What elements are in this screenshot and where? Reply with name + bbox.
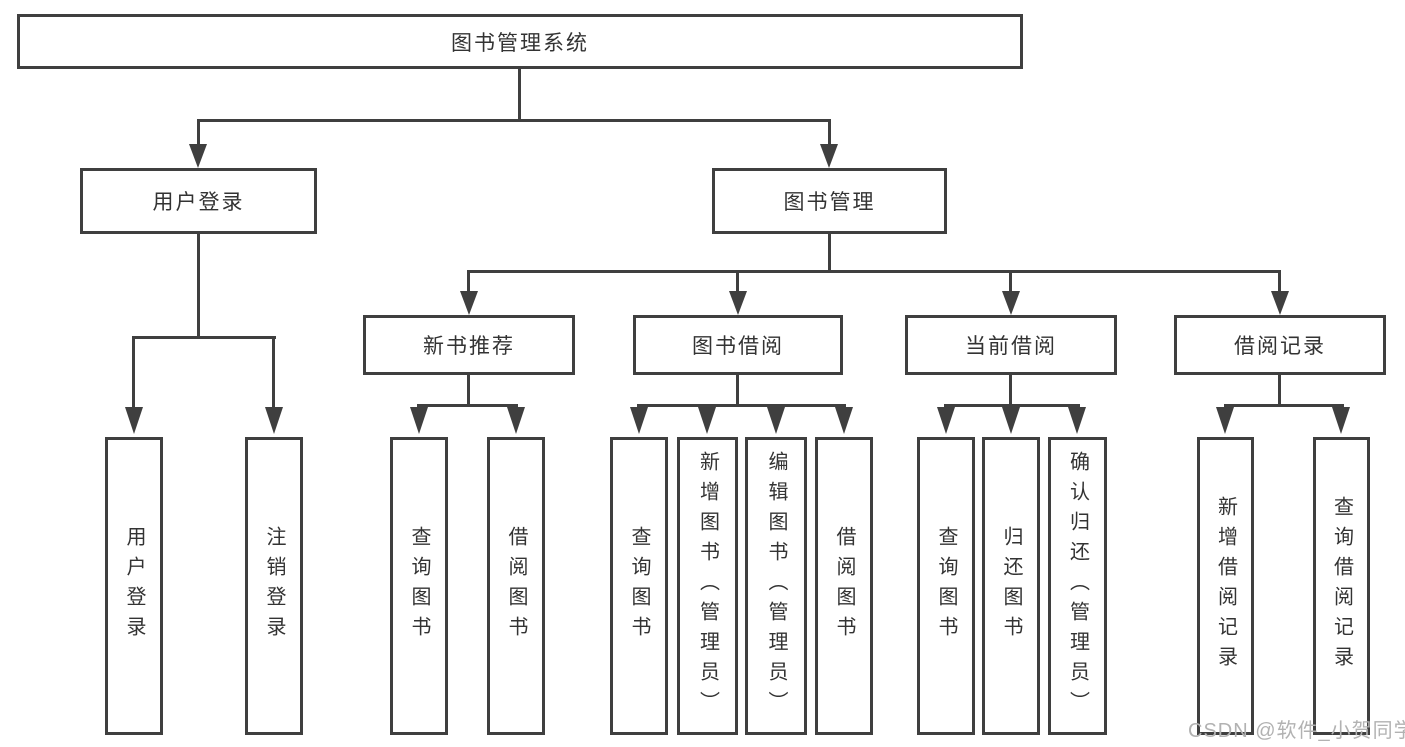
node-label: 当前借阅 bbox=[965, 335, 1057, 358]
node-add-borrow-record: 新增借阅记录 bbox=[1197, 437, 1254, 735]
arrow-down-icon bbox=[1002, 407, 1020, 434]
node-label: 查询图书 bbox=[408, 526, 430, 646]
node-label: 查询借阅记录 bbox=[1330, 496, 1353, 676]
node-borrow-books-borrowing: 借阅图书 bbox=[815, 437, 873, 735]
connector-newbook-rail bbox=[417, 404, 518, 407]
node-query-books-current: 查询图书 bbox=[917, 437, 975, 735]
node-add-book-admin: 新增图书（管理员） bbox=[677, 437, 738, 735]
connector-bookmgmt-drop-4 bbox=[1278, 270, 1281, 292]
connector-bookmgmt-drop-1 bbox=[467, 270, 470, 292]
arrow-down-icon bbox=[189, 144, 207, 168]
arrow-down-icon bbox=[460, 291, 478, 315]
arrow-down-icon bbox=[835, 407, 853, 434]
arrow-down-icon bbox=[1271, 291, 1289, 315]
node-label: 编辑图书（管理员） bbox=[765, 451, 787, 721]
connector-records-stub bbox=[1278, 375, 1281, 407]
node-book-borrowing: 图书借阅 bbox=[633, 315, 843, 375]
node-label: 新书推荐 bbox=[423, 335, 515, 358]
node-label: 用户登录 bbox=[123, 526, 145, 646]
connector-root-drop-left bbox=[197, 119, 200, 147]
node-query-books-borrowing: 查询图书 bbox=[610, 437, 668, 735]
connector-bookmgmt-rail bbox=[467, 270, 1281, 273]
connector-userlogin-stub bbox=[197, 234, 200, 338]
node-borrow-books-recommend: 借阅图书 bbox=[487, 437, 545, 735]
arrow-down-icon bbox=[1068, 407, 1086, 434]
connector-bookmgmt-drop-3 bbox=[1009, 270, 1012, 292]
csdn-watermark: CSDN @软件_小贺同学 bbox=[1188, 720, 1405, 742]
connector-bookmgmt-drop-2 bbox=[736, 270, 739, 292]
connector-root-rail bbox=[197, 119, 831, 122]
arrow-down-icon bbox=[1216, 407, 1234, 434]
node-label: 新增图书（管理员） bbox=[696, 451, 719, 721]
connector-userlogin-drop-left bbox=[132, 336, 135, 410]
arrow-down-icon bbox=[630, 407, 648, 434]
arrow-down-icon bbox=[767, 407, 785, 434]
node-edit-book-admin: 编辑图书（管理员） bbox=[745, 437, 807, 735]
node-borrowing-records: 借阅记录 bbox=[1174, 315, 1386, 375]
node-label: 图书借阅 bbox=[692, 335, 784, 358]
node-logout: 注销登录 bbox=[245, 437, 303, 735]
node-user-login-branch: 用户登录 bbox=[80, 168, 317, 234]
arrow-down-icon bbox=[265, 407, 283, 434]
node-new-book-recommendation: 新书推荐 bbox=[363, 315, 575, 375]
node-library-system: 图书管理系统 bbox=[17, 14, 1023, 69]
node-current-borrowing: 当前借阅 bbox=[905, 315, 1117, 375]
node-label: 确认归还（管理员） bbox=[1066, 451, 1089, 721]
node-confirm-return-admin: 确认归还（管理员） bbox=[1048, 437, 1107, 735]
connector-records-rail bbox=[1224, 404, 1344, 407]
connector-current-stub bbox=[1009, 375, 1012, 407]
arrow-down-icon bbox=[125, 407, 143, 434]
connector-current-rail bbox=[944, 404, 1080, 407]
connector-newbook-stub bbox=[467, 375, 470, 407]
connector-userlogin-drop-right bbox=[272, 336, 275, 410]
connector-borrowing-rail bbox=[637, 404, 846, 407]
arrow-down-icon bbox=[820, 144, 838, 168]
connector-bookmgmt-stub bbox=[828, 234, 831, 272]
node-label: 图书管理 bbox=[783, 191, 876, 214]
arrow-down-icon bbox=[698, 407, 716, 434]
connector-root-drop-right bbox=[828, 119, 831, 147]
node-label: 查询图书 bbox=[628, 526, 650, 646]
node-label: 借阅图书 bbox=[833, 526, 855, 646]
connector-root-stub bbox=[518, 69, 521, 121]
node-book-management: 图书管理 bbox=[712, 168, 947, 234]
node-user-login: 用户登录 bbox=[105, 437, 163, 735]
arrow-down-icon bbox=[1002, 291, 1020, 315]
connector-userlogin-rail bbox=[132, 336, 276, 339]
node-label: 注销登录 bbox=[263, 526, 285, 646]
arrow-down-icon bbox=[729, 291, 747, 315]
node-label: 借阅图书 bbox=[505, 526, 527, 646]
arrow-down-icon bbox=[507, 407, 525, 434]
node-query-borrow-record: 查询借阅记录 bbox=[1313, 437, 1370, 735]
arrow-down-icon bbox=[1332, 407, 1350, 434]
arrow-down-icon bbox=[937, 407, 955, 434]
arrow-down-icon bbox=[410, 407, 428, 434]
node-label: 查询图书 bbox=[935, 526, 957, 646]
node-label: 新增借阅记录 bbox=[1214, 496, 1237, 676]
node-label: 图书管理系统 bbox=[451, 31, 589, 55]
node-label: 借阅记录 bbox=[1234, 335, 1326, 358]
connector-borrowing-stub bbox=[736, 375, 739, 407]
node-label: 归还图书 bbox=[1000, 526, 1022, 646]
node-return-books: 归还图书 bbox=[982, 437, 1040, 735]
node-label: 用户登录 bbox=[152, 191, 245, 214]
node-query-books-recommend: 查询图书 bbox=[390, 437, 448, 735]
